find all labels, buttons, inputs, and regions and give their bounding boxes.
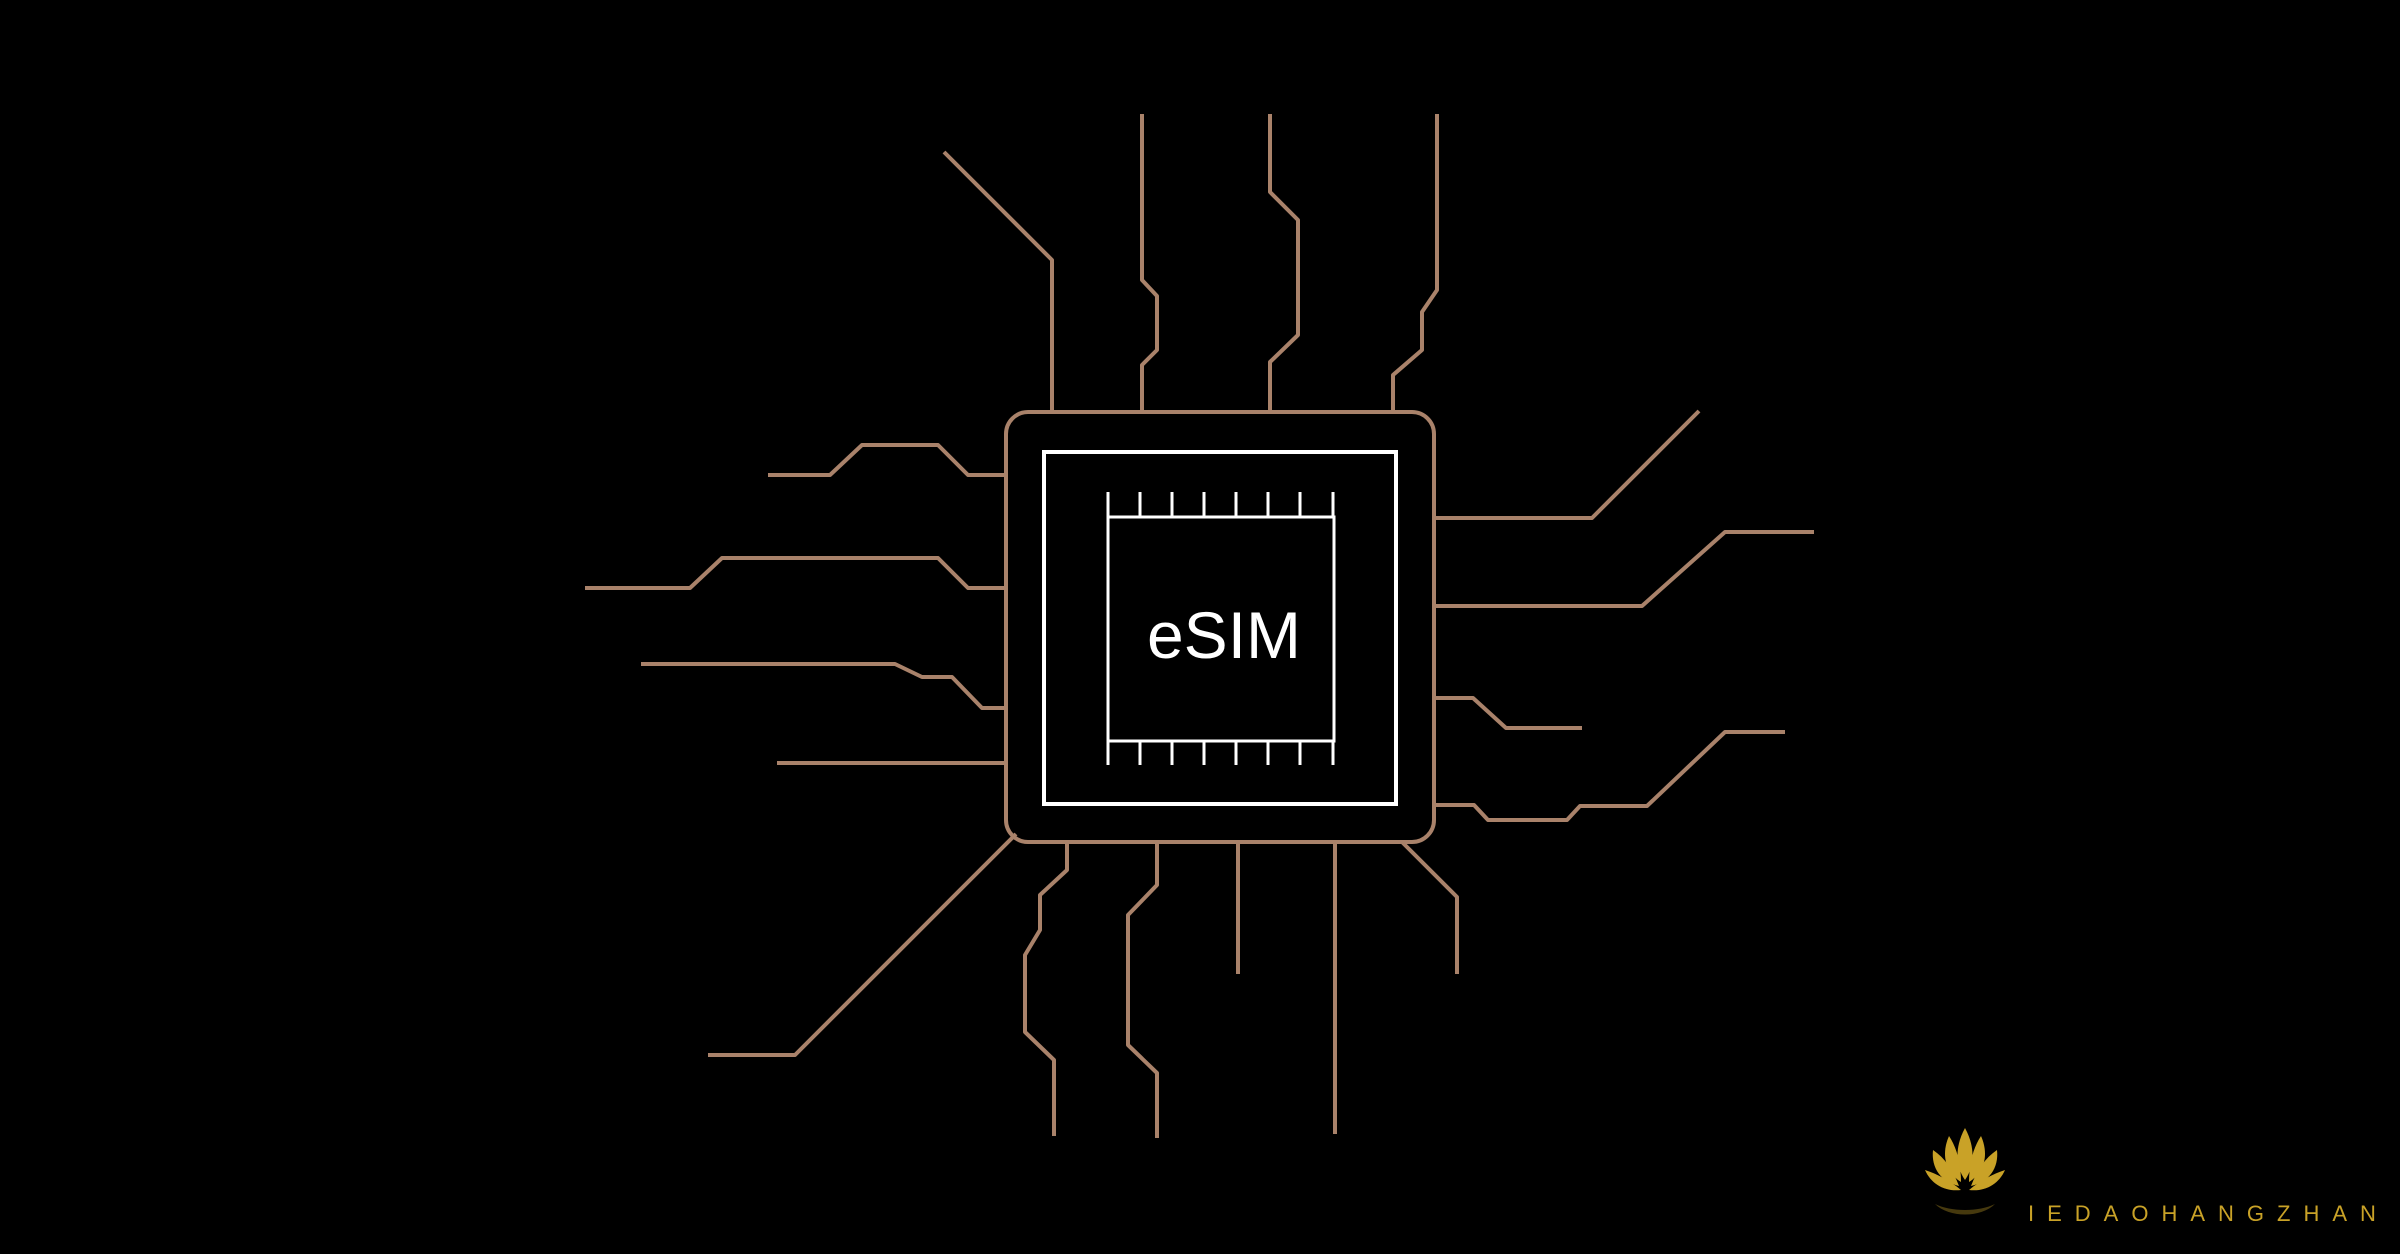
trace-bottom-1 [708,832,1018,1057]
trace-right-4 [1434,730,1785,822]
trace-left-1 [768,443,1006,477]
sim-pins-top [1106,492,1335,517]
top-traces [942,114,1439,412]
trace-top-3 [1268,114,1300,412]
trace-right-2 [1434,530,1814,608]
trace-top-1 [942,150,1054,412]
trace-bottom-3 [1126,842,1159,1138]
bottom-traces [708,832,1459,1138]
trace-left-3 [641,662,1006,710]
sim-card-outline [1106,515,1336,743]
right-traces [1434,409,1814,822]
sim-pins-bottom [1106,741,1335,765]
trace-left-2 [585,556,1006,590]
trace-right-3 [1434,696,1582,730]
chip-package [1004,410,1436,844]
trace-top-2 [1140,114,1159,412]
trace-bottom-6 [1400,840,1459,974]
trace-bottom-2 [1023,842,1069,1136]
lotus-logo-icon [1925,1128,2005,1215]
left-traces [585,443,1006,765]
trace-right-1 [1434,409,1701,520]
trace-top-4 [1391,114,1439,412]
chip-die-frame [1042,450,1398,806]
chip-label: eSIM [1147,598,1301,672]
watermark-text: IEDAOHANGZHAN [2028,1201,2389,1226]
